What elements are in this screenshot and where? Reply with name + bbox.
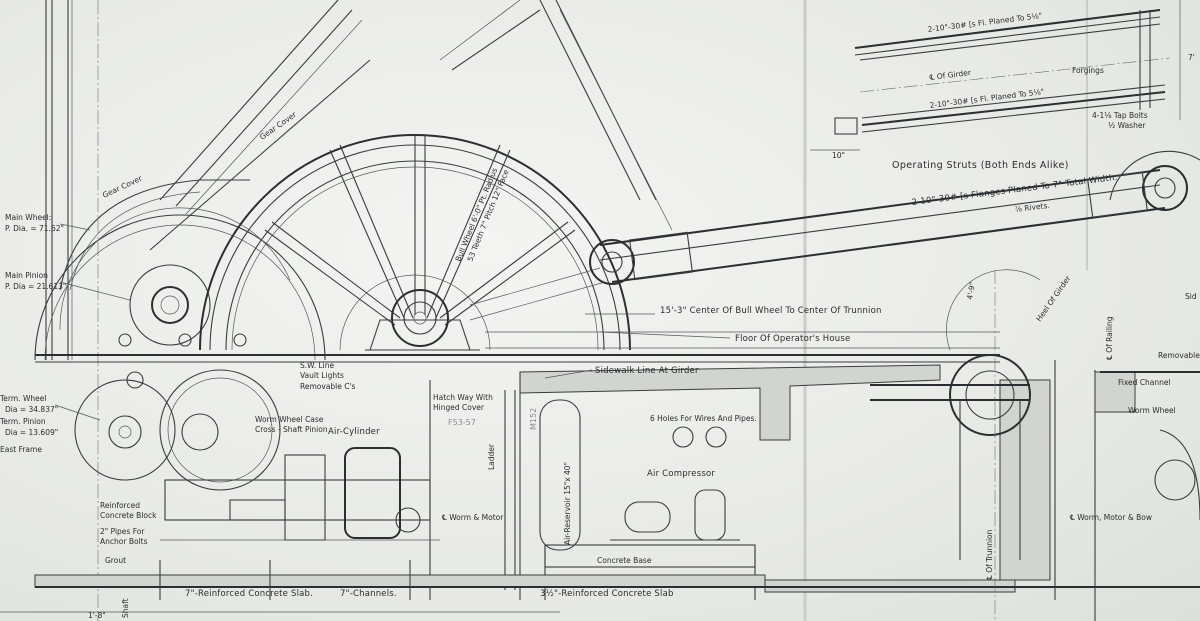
label-dim-bottom: 1'-8" [88, 611, 106, 620]
label-worm-pinion: Term. Pinion [0, 417, 46, 426]
label-sidewalk: Sidewalk Line At Girder [595, 366, 699, 376]
label-worm-wheel-r: Worm Wheel [1128, 406, 1176, 415]
label-heel-girder: Heel Of Girder [1034, 273, 1073, 323]
main-wheel [34, 207, 326, 361]
label-f53: F53-57 [448, 418, 476, 427]
label-concrete-base: Concrete Base [597, 556, 652, 565]
label-forgings: Forgings [1072, 66, 1104, 75]
label-side-r: Sid [1185, 292, 1197, 301]
strut-detail [810, 0, 1181, 151]
label-gear-cover-left: Gear Cover [101, 173, 144, 199]
air-compressor [544, 426, 756, 600]
label-dim-10: 10" [832, 151, 845, 160]
label-rivets: ⅞ Rivets. [1014, 201, 1050, 214]
label-worm-wheel-dia: Dia = 34.837" [5, 405, 58, 414]
label-washer: ½ Washer [1108, 121, 1146, 130]
label-removable-cs: Removable C's [300, 382, 356, 391]
label-trunnion: ℄ Of Trunnion [985, 529, 994, 580]
bull-wheel [199, 134, 631, 351]
heel-wheel [946, 150, 1200, 351]
label-air-cylinder: Air-Cylinder [328, 427, 380, 437]
label-corner-7: 7' [1188, 53, 1195, 62]
label-floor-house: Floor Of Operator's House [735, 334, 850, 344]
label-tap-bolts: 4-1⅛ Tap Bolts [1092, 111, 1148, 120]
label-operating-struts: Operating Struts (Both Ends Alike) [892, 160, 1069, 171]
label-gear-cover-upper: Gear Cover [258, 109, 299, 141]
reservoir-ladder [504, 390, 581, 590]
label-worm-motor: ℄ Worm & Motor [442, 513, 504, 522]
sidewalk-slab [519, 364, 1051, 600]
label-reinforced-1: Reinforced [100, 501, 140, 510]
label-pipes-1: 2" Pipes For [100, 527, 145, 536]
label-removable-r: Removable [1158, 351, 1200, 360]
label-cast-frame: East Frame [0, 445, 42, 454]
operator-floor [35, 331, 1000, 363]
label-air-reservoir: Air-Reservoir 15"x 40" [563, 462, 572, 545]
worm-gears [74, 333, 281, 491]
label-holes: 6 Holes For Wires And Pipes. [650, 414, 757, 423]
label-channels: 7"-Channels. [340, 589, 397, 599]
label-grout: Grout [105, 556, 126, 565]
leader-lines [54, 223, 731, 421]
label-center-dim: 15'-3" Center Of Bull Wheel To Center Of… [660, 306, 882, 316]
label-hatch-2: Hinged Cover [433, 403, 485, 412]
label-worm-pinion-dia: Dia = 13.609" [5, 428, 58, 437]
label-strut-top: 2-10"-30# [s Fl. Planed To 5⅛" [927, 11, 1043, 34]
label-pipes-2: Anchor Bolts [100, 537, 148, 546]
label-main-wheel-dia: P. Dia. = 71.62" [5, 224, 64, 233]
label-worm-case-1: Worm Wheel Case [255, 415, 324, 424]
label-dim-4-9: 4'-9" [965, 281, 977, 300]
label-vault-lights: Vault Lights [300, 371, 344, 380]
label-slab-right: 3½"-Reinforced Concrete Slab [540, 589, 674, 599]
label-worm-wheel: Term. Wheel [0, 394, 46, 403]
label-reinforced-2: Concrete Block [100, 511, 157, 520]
label-worm-case-2: Cross - Shaft Pinion [255, 425, 328, 434]
label-slab-left: 7"-Reinforced Concrete Slab. [185, 589, 313, 599]
sheet-seams [803, 0, 1088, 621]
label-shaft: Shaft [121, 598, 130, 618]
motor-assembly [160, 380, 440, 600]
label-sw-line: S.W. Line [300, 361, 334, 370]
gear-cover-frame [59, 0, 673, 291]
label-fixed-channel: Fixed Channel [1118, 378, 1171, 387]
label-strut-cl: ℄ Of Girder [929, 68, 972, 82]
operating-strut [469, 165, 1188, 321]
label-hatch-1: Hatch Way With [433, 393, 493, 402]
label-ladder: Ladder [487, 443, 496, 470]
label-main-wheel: Main Wheel: [5, 213, 51, 222]
label-worm-motor-r: ℄ Worm, Motor & Bow [1070, 513, 1152, 522]
label-main-pinion-dia: P. Dia = 21.613" [5, 282, 66, 291]
label-m152: M152 [529, 408, 538, 430]
label-railing: ℄ Of Railing [1105, 316, 1114, 360]
label-air-compressor: Air Compressor [647, 469, 715, 479]
label-main-pinion: Main Pinion [5, 271, 48, 280]
foundation-slabs [0, 560, 1200, 613]
left-columns [45, 0, 99, 621]
